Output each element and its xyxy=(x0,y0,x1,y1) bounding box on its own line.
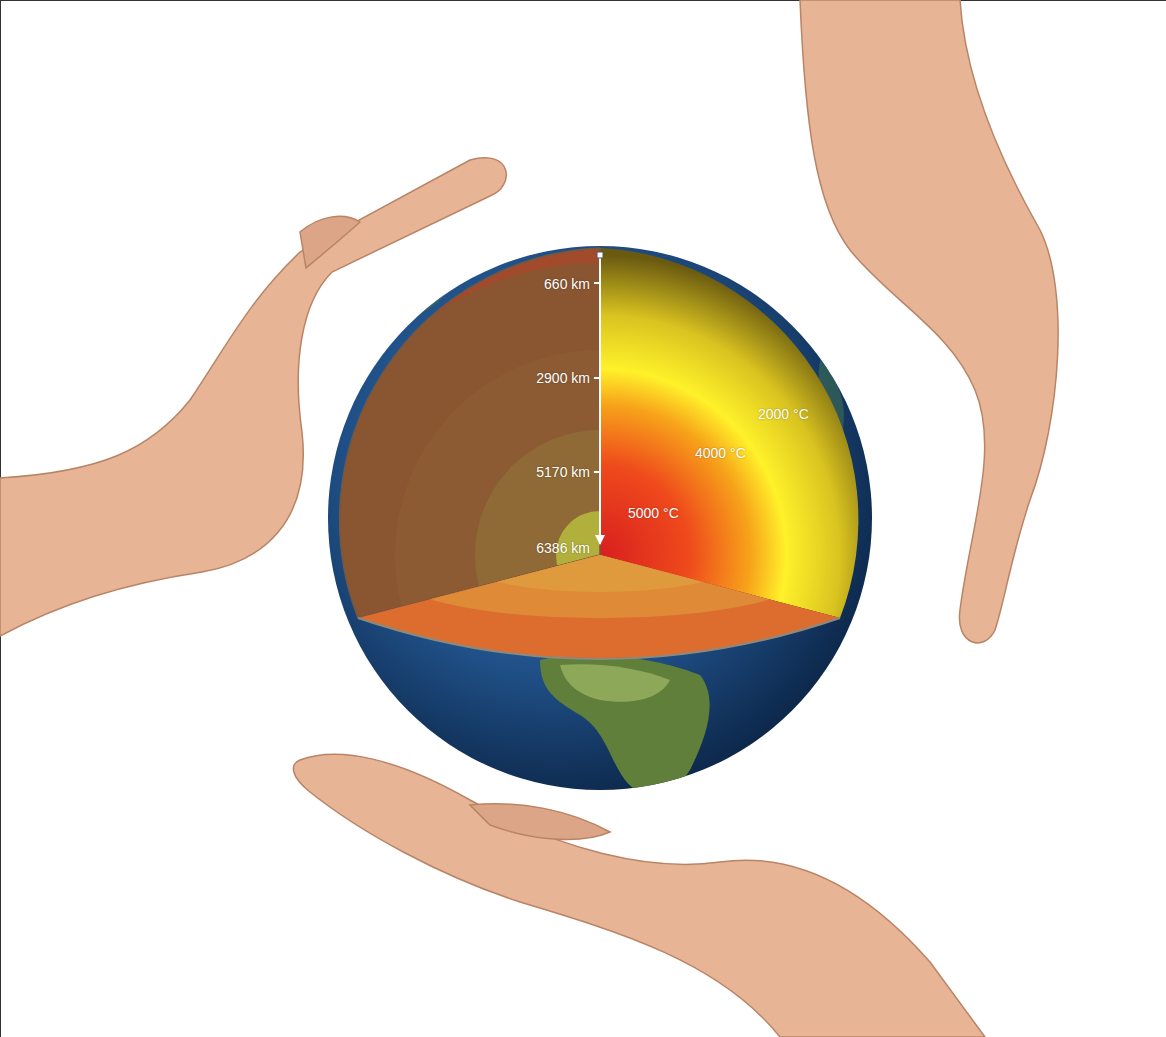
depth-label: 660 km xyxy=(544,276,590,292)
depth-label: 2900 km xyxy=(536,370,590,386)
depth-label: 6386 km xyxy=(536,540,590,556)
temperature-label: 4000 °C xyxy=(695,445,746,461)
depth-label: 5170 km xyxy=(536,464,590,480)
temperature-label: 5000 °C xyxy=(628,505,679,521)
hands xyxy=(0,0,1058,1037)
temperature-label: 2000 °C xyxy=(758,406,809,422)
